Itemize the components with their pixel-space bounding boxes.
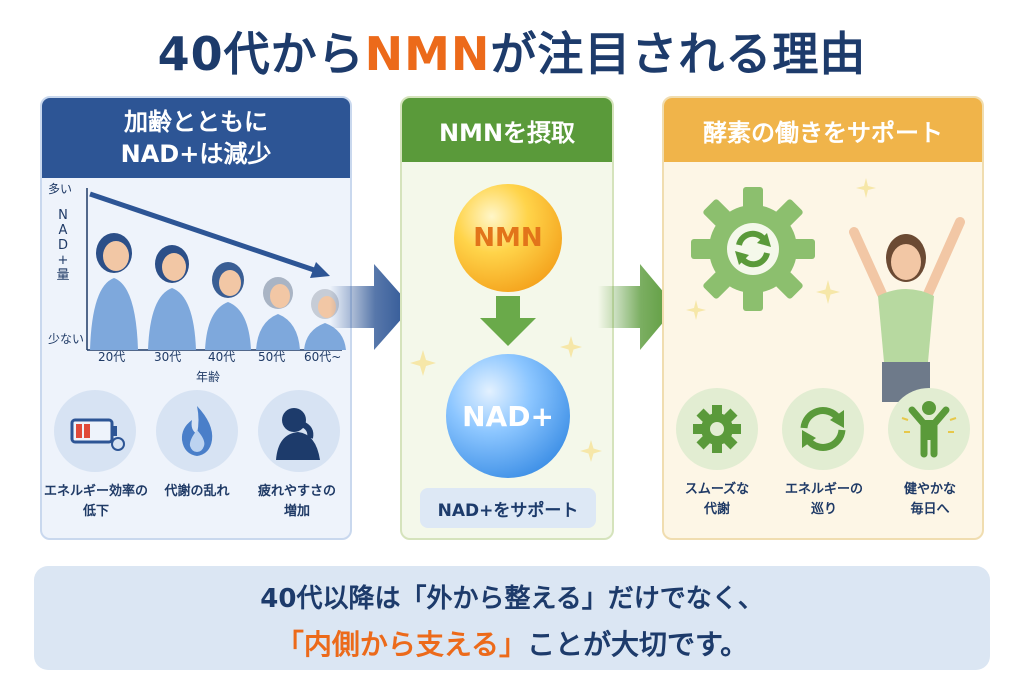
arrow-right-blue: [330, 264, 412, 350]
issue-caption-metabolism: 代謝の乱れ: [164, 484, 230, 499]
panel-enzyme-heading: 酵素の働きをサポート: [664, 98, 982, 162]
decline-arrow-head: [310, 262, 330, 278]
conclusion-highlight: 「内側から支える」: [275, 628, 527, 661]
benefit-cycle-arrows-icon: [782, 388, 864, 470]
panel-aging-heading-line2: NAD+は減少: [120, 140, 272, 168]
panel-nmn-intake: NMNを摂取 NMN NAD+ NAD+をサポート: [400, 96, 614, 540]
battery-low-icon: [54, 390, 136, 472]
nad-sphere: NAD+: [446, 354, 570, 478]
title-accent: NMN: [364, 27, 491, 81]
panel-aging: 加齢とともに NAD+は減少 多い N A D + 量 少ない: [40, 96, 352, 540]
panel-enzyme-support: 酵素の働きをサポート: [662, 96, 984, 540]
issue-caption-energy: エネルギー効率の 低下: [43, 484, 148, 519]
tired-person-icon: [258, 390, 340, 472]
sparkle-icon: [856, 178, 876, 198]
x-tick-40s: 40代: [208, 350, 236, 364]
nad-support-pill: NAD+をサポート: [420, 488, 596, 528]
flame-icon: [156, 390, 238, 472]
sparkle-icon: [560, 336, 582, 358]
figure-30s: [148, 245, 196, 350]
x-tick-60s: 60代~: [304, 350, 342, 364]
benefit-caption-metabolism: スムーズな 代謝: [684, 482, 750, 517]
conclusion-rest: ことが大切です。: [526, 628, 749, 661]
conclusion-line2: 「内側から支える」ことが大切です。: [34, 623, 990, 663]
nmn-sphere: NMN: [454, 184, 562, 292]
panel-nmn-heading: NMNを摂取: [402, 98, 612, 162]
happy-woman-illustration: [849, 217, 965, 402]
conclusion-banner: 40代以降は「外から整える」だけでなく、 「内側から支える」ことが大切です。: [34, 566, 990, 670]
title-prefix: 40代から: [157, 27, 365, 81]
large-gear-icon: [691, 187, 815, 311]
arrow-down-green: [480, 296, 536, 346]
x-axis-label: 年齢: [196, 370, 221, 384]
sparkle-icon: [410, 350, 436, 376]
sparkle-icon: [816, 280, 840, 304]
y-axis-bottom-label: 少ない: [48, 332, 85, 346]
arrow-right-green: [598, 264, 676, 350]
y-axis-top-label: 多い: [48, 182, 73, 196]
decline-arrow: [89, 191, 321, 275]
benefit-gear-icon: [676, 388, 758, 470]
figure-20s: [90, 233, 138, 350]
issue-caption-fatigue: 疲れやすさの 増加: [257, 484, 336, 519]
benefit-healthy-person-icon: [888, 388, 970, 470]
x-tick-20s: 20代: [98, 350, 126, 364]
benefit-caption-daily: 健やかな 毎日へ: [903, 482, 956, 517]
page-title: 40代からNMNが注目される理由: [0, 18, 1024, 84]
aging-figures-illustration: [86, 188, 346, 351]
figure-50s: [256, 277, 300, 350]
conclusion-line1: 40代以降は「外から整える」だけでなく、: [260, 584, 764, 614]
sparkle-icon: [686, 300, 706, 320]
benefit-caption-energy: エネルギーの 巡り: [784, 482, 863, 517]
x-tick-30s: 30代: [154, 350, 182, 364]
panel-aging-heading-line1: 加齢とともに: [124, 108, 268, 136]
y-axis-label: N A D + 量: [56, 208, 70, 283]
x-tick-50s: 50代: [258, 350, 286, 364]
figure-40s: [205, 262, 251, 350]
panel-aging-heading: 加齢とともに NAD+は減少: [42, 98, 350, 178]
sparkle-icon: [580, 440, 602, 462]
title-suffix: が注目される理由: [490, 27, 867, 81]
